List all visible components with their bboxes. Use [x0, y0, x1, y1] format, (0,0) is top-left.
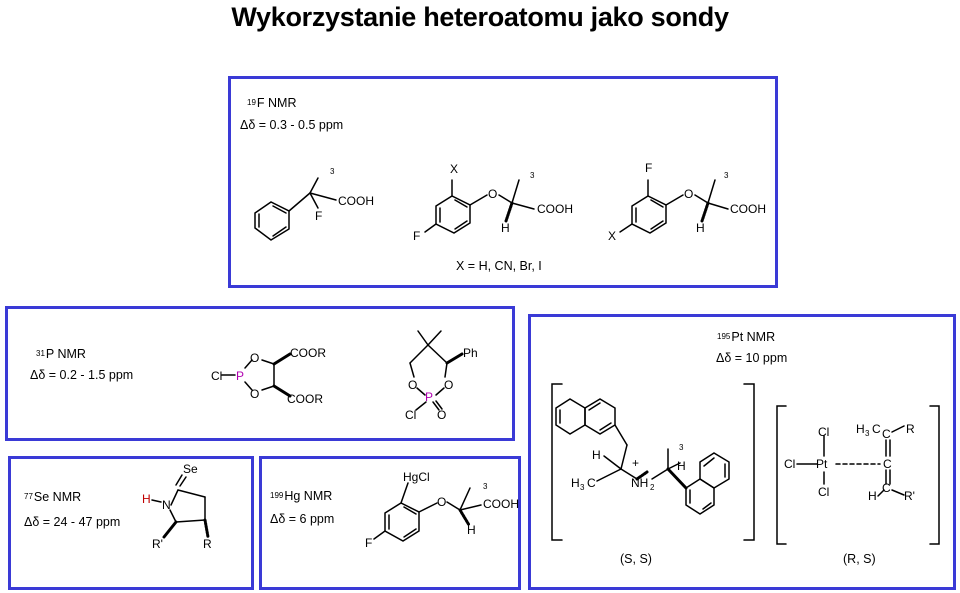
atom-h3c-c: C: [587, 476, 596, 490]
atom-coor: COOR: [287, 392, 323, 406]
se-isotope: 77: [24, 492, 33, 501]
atom-c: C: [883, 457, 892, 471]
atom-se: Se: [183, 462, 198, 476]
atom-cl: Cl: [818, 425, 829, 439]
atom-h: H: [696, 221, 705, 235]
atom-coor: COOR: [290, 346, 326, 360]
structure-platinum-complex: Cl Cl Pt Cl H 3 C C R C C H R': [776, 405, 940, 545]
hg-nmr-delta: Δδ = 6 ppm: [270, 512, 335, 526]
structure-fluorophenylpropionic-acid: 3 F COOH: [254, 167, 374, 241]
atom-hgcl: HgCl: [403, 470, 430, 484]
atom-h3c-h: H: [856, 422, 865, 436]
atom-c: C: [882, 481, 891, 495]
pt-nmr-box: [528, 314, 956, 590]
atom-f: F: [365, 536, 372, 550]
p-nucleus: P NMR: [45, 347, 86, 361]
pt-nucleus: Pt NMR: [731, 330, 776, 344]
atom-nh-sub: 2: [650, 483, 655, 492]
structure-dioxaphosphorinane: Ph O O P Cl O: [405, 330, 478, 422]
atom-r: R: [906, 422, 915, 436]
f-nucleus: F NMR: [256, 96, 297, 110]
structure-fluoroaryloxy-acid-1: X F O 3 COOH H: [413, 162, 573, 243]
atom-c: C: [882, 427, 891, 441]
p-nmr-delta: Δδ = 0.2 - 1.5 ppm: [30, 368, 134, 382]
structure-selenolactam: Se H N R' R: [142, 462, 212, 551]
atom-pt: Pt: [816, 457, 828, 471]
atom-h3c-sub: 3: [865, 429, 870, 438]
atom-h: H: [592, 448, 601, 462]
atom-r: R: [203, 537, 212, 551]
f-nmr-label: 19F NMR: [247, 96, 296, 110]
structure-ss-diastereomer: H H 3 C + NH 2 3 H: [551, 383, 755, 541]
atom-p: P: [425, 390, 433, 404]
config-ss-label: (S, S): [620, 552, 652, 566]
atom-cl: Cl: [784, 457, 795, 471]
hg-isotope: 199: [270, 491, 284, 500]
structure-mercury-aryloxy-acid: HgCl F O 3 COOH H: [365, 470, 519, 550]
atom-r-prime: R': [904, 489, 915, 503]
atom-h: H: [467, 523, 476, 537]
atom-x: X: [608, 229, 616, 243]
atom-cl: Cl: [405, 408, 416, 422]
atom-h: H: [142, 492, 151, 506]
atom-o: O: [250, 387, 259, 401]
atom-cooh: COOH: [537, 202, 573, 216]
atom-o: O: [444, 378, 453, 392]
atom-cl: Cl: [818, 485, 829, 499]
atom-n: N: [162, 498, 171, 512]
se-nmr-box: [8, 456, 254, 590]
se-nucleus: Se NMR: [33, 490, 82, 504]
atom-x: X: [450, 162, 458, 176]
atom-plus: +: [632, 456, 639, 470]
structure-fluoroaryloxy-acid-2: F X O 3 COOH H: [608, 161, 766, 243]
se-nmr-label: 77Se NMR: [24, 490, 81, 504]
se-nmr-delta: Δδ = 24 - 47 ppm: [24, 515, 121, 529]
atom-f: F: [315, 209, 322, 223]
atom-ch3-sub: 3: [330, 167, 335, 176]
f-substituents: X = H, CN, Br, I: [456, 259, 542, 273]
atom-o: O: [250, 351, 259, 365]
config-rs-label: (R, S): [843, 552, 876, 566]
p-nmr-box: [5, 306, 515, 441]
atom-h: H: [677, 459, 686, 473]
structure-dioxaphospholane: Cl P O O COOR COOR: [211, 346, 326, 406]
atom-p: P: [236, 369, 244, 383]
hg-nucleus: Hg NMR: [284, 489, 333, 503]
atom-ch3-sub: 3: [679, 443, 684, 452]
atom-h3c-sub: 3: [580, 483, 585, 492]
f-nmr-delta: Δδ = 0.3 - 0.5 ppm: [240, 118, 344, 132]
atom-cooh: COOH: [338, 194, 374, 208]
page-title: Wykorzystanie heteroatomu jako sondy: [231, 2, 729, 32]
atom-o: O: [437, 408, 446, 422]
pt-nmr-label: 195Pt NMR: [717, 330, 775, 344]
p-isotope: 31: [36, 349, 45, 358]
atom-f: F: [413, 229, 420, 243]
pt-nmr-delta: Δδ = 10 ppm: [716, 351, 788, 365]
atom-r-prime: R': [152, 537, 163, 551]
atom-h3c-c: C: [872, 422, 881, 436]
f-isotope: 19: [247, 98, 256, 107]
atom-cl: Cl: [211, 369, 222, 383]
atom-ch3-sub: 3: [724, 171, 729, 180]
atom-o: O: [684, 187, 693, 201]
atom-f: F: [645, 161, 652, 175]
hg-nmr-label: 199Hg NMR: [270, 489, 332, 503]
atom-cooh: COOH: [483, 497, 519, 511]
atom-o: O: [437, 495, 446, 509]
atom-ch3-sub: 3: [530, 171, 535, 180]
f-nmr-box: [228, 76, 778, 288]
atom-h: H: [501, 221, 510, 235]
atom-ch3-sub: 3: [483, 482, 488, 491]
atom-ph: Ph: [463, 346, 478, 360]
atom-cooh: COOH: [730, 202, 766, 216]
atom-o: O: [408, 378, 417, 392]
pt-isotope: 195: [717, 332, 731, 341]
atom-o: O: [488, 187, 497, 201]
hg-nmr-box: [259, 456, 521, 590]
p-nmr-label: 31P NMR: [36, 347, 86, 361]
atom-h: H: [868, 489, 877, 503]
atom-nh: NH: [631, 476, 648, 490]
atom-h3c: H: [571, 476, 580, 490]
